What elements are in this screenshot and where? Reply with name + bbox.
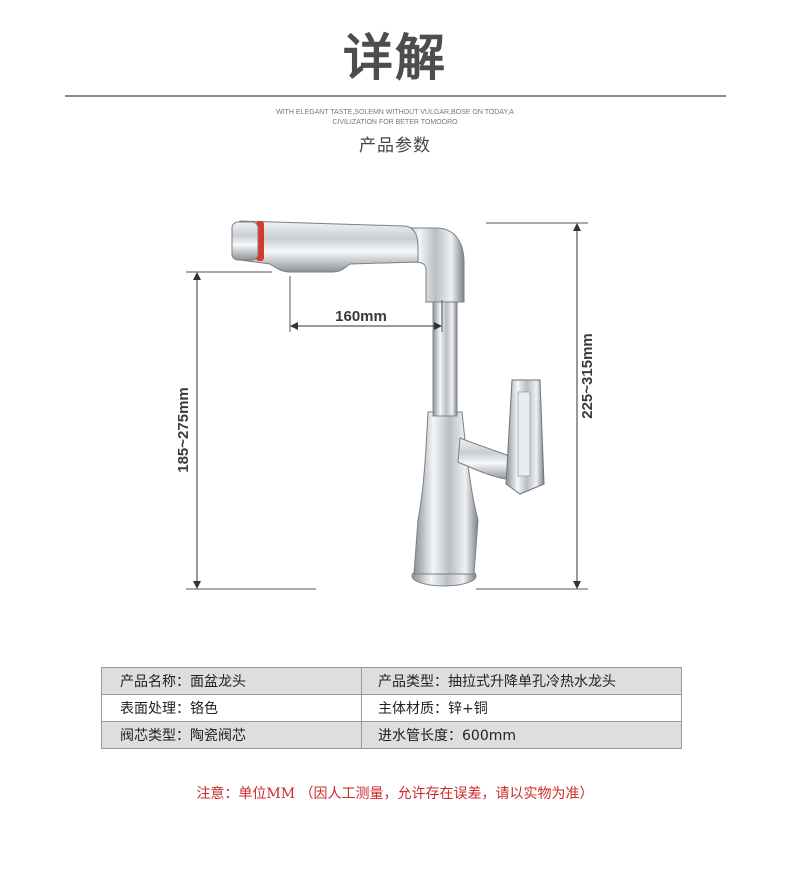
faucet-dimension-diagram: 160mm 185~275mm 225~315mm [175,220,596,590]
spray-head-cap [231,221,259,261]
faucet-body [413,411,479,575]
table-row: 产品名称：面盆龙头 产品类型：抽拉式升降单孔冷热水龙头 [101,667,682,695]
spec-valve-core: 阀芯类型：陶瓷阀芯 [101,721,362,749]
dim-right-label: 225~315mm [579,333,596,419]
tagline-line-2: CIVILIZATION FOR BETER TOMOORO [332,119,458,126]
spec-table: 产品名称：面盆龙头 产品类型：抽拉式升降单孔冷热水龙头 表面处理：铬色 主体材质… [101,667,682,749]
table-row: 阀芯类型：陶瓷阀芯 进水管长度：600mm [101,721,682,749]
section-subtitle: 产品参数 [359,136,431,156]
faucet-spout [239,220,419,273]
tagline-line-1: WITH ELEGANT TASTE,SOLEMN WITHOUT VULGAR… [276,109,514,116]
table-row: 表面处理：铬色 主体材质：锌+铜 [101,694,682,722]
lever-handle-inset [517,391,531,477]
spec-body-material: 主体材质：锌+铜 [361,694,682,722]
spec-product-type: 产品类型：抽拉式升降单孔冷热水龙头 [361,667,682,695]
dim-left-label: 185~275mm [175,387,192,473]
faucet-neck [432,299,458,417]
title-divider [65,95,726,97]
measurement-note: 注意：单位MM （因人工测量，允许存在误差，请以实物为准） [196,786,594,802]
dim-160-label: 160mm [335,308,387,325]
spec-surface-finish: 表面处理：铬色 [101,694,362,722]
english-tagline: WITH ELEGANT TASTE,SOLEMN WITHOUT VULGAR… [245,108,545,128]
page-title: 详解 [343,29,447,87]
spec-inlet-hose-length: 进水管长度：600mm [361,721,682,749]
spec-product-name: 产品名称：面盆龙头 [101,667,362,695]
